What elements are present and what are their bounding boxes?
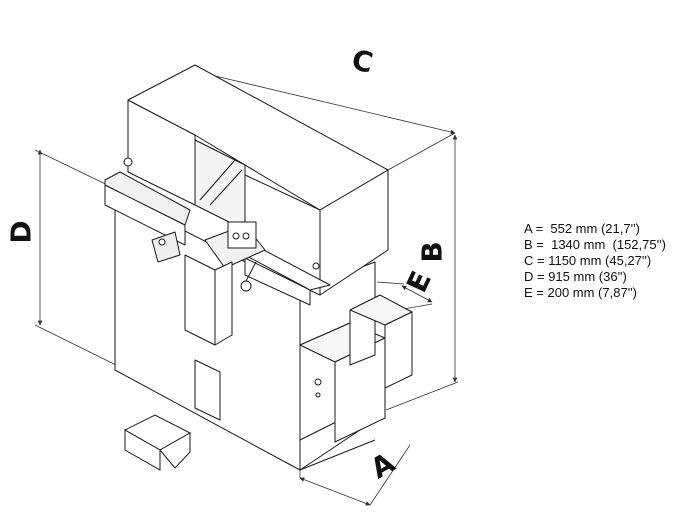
dimension-legend: A = 552 mm (21,7'') B = 1340 mm (152,75'…: [524, 221, 666, 301]
legend-row-b: B = 1340 mm (152,75''): [524, 237, 666, 252]
chip-tray: [123, 414, 192, 471]
label-b: B: [415, 241, 449, 263]
control-block: [227, 221, 257, 249]
legend-row-d: D = 915 mm (36''): [524, 269, 627, 284]
motor-block-side: [384, 311, 413, 389]
dimension-c-line: [189, 68, 456, 135]
legend-row-c: C = 1150 mm (45,27''): [524, 253, 652, 268]
legend-row-a: A = 552 mm (21,7''): [524, 221, 640, 236]
legend-row-e: E = 200 mm (7,87''): [524, 285, 637, 300]
dimension-a-line: [299, 477, 371, 506]
chip-chute: [184, 254, 216, 346]
label-d: D: [4, 220, 38, 244]
access-door: [194, 359, 221, 421]
clamp-left: [151, 231, 181, 263]
dimension-e-line: [401, 285, 433, 303]
guard-knob: [123, 157, 133, 167]
feed-table-right: [244, 257, 311, 306]
machine-body: [104, 64, 413, 471]
guard-right-panel: [319, 169, 389, 296]
